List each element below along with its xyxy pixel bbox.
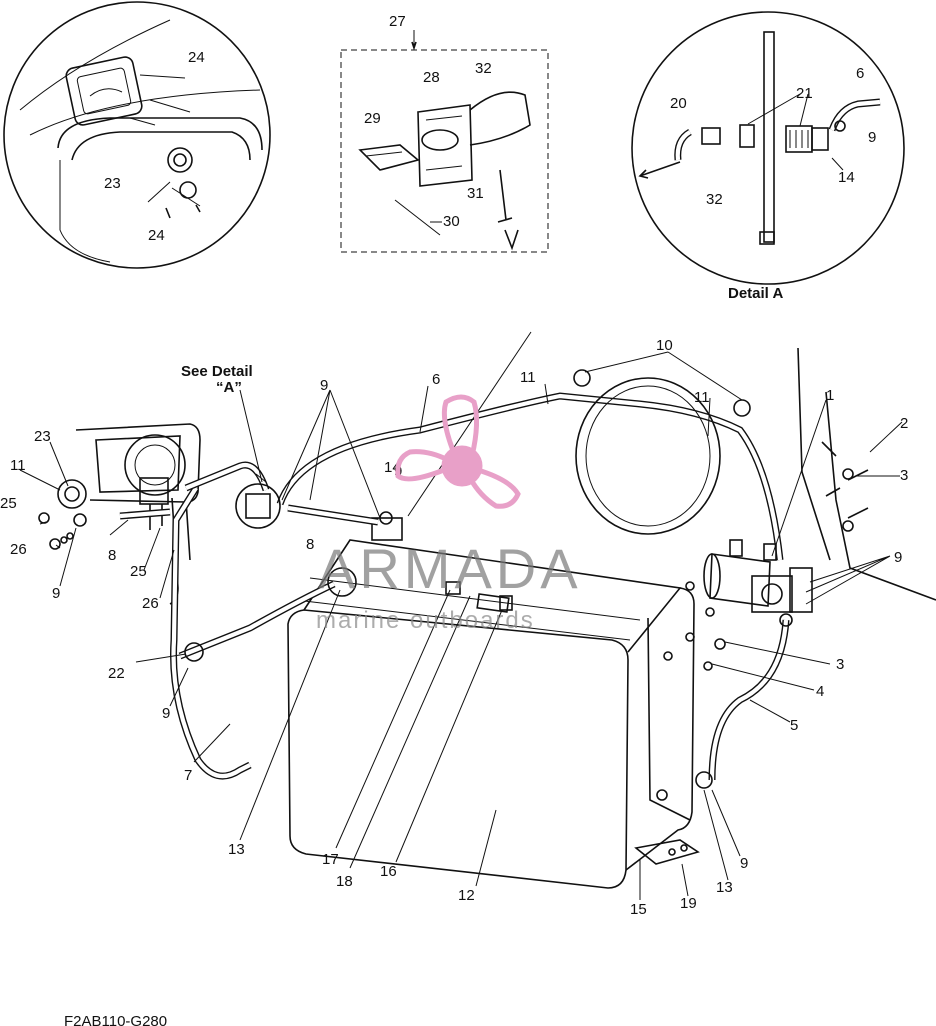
callout-24-top: 24	[188, 49, 205, 66]
callout-23: 23	[104, 175, 121, 192]
callout-27: 27	[389, 13, 406, 30]
callout-13-left: 13	[228, 841, 245, 858]
callout-6-detail: 6	[856, 65, 864, 82]
see-detail-line2: “A”	[216, 379, 242, 396]
callout-1: 1	[826, 387, 834, 404]
callout-18: 18	[336, 873, 353, 890]
detail-circle-top-left: 24 23 24	[3, 1, 271, 269]
fuel-tank-top	[303, 539, 682, 653]
callout-9-hose: 9	[162, 705, 170, 722]
callout-30: 30	[443, 213, 460, 230]
callout-23-main: 23	[34, 428, 51, 445]
callout-9-bottom: 9	[740, 855, 748, 872]
callout-32-detail: 32	[706, 191, 723, 208]
callout-25-left: 25	[0, 495, 17, 512]
propeller-hub	[441, 445, 483, 487]
detail-a-caption: Detail A	[728, 285, 783, 302]
callout-11-left: 11	[10, 457, 26, 474]
callout-16: 16	[380, 863, 397, 880]
watermark-brand: ARMADA	[318, 537, 582, 600]
callout-14-detail: 14	[838, 169, 855, 186]
callout-4: 4	[816, 683, 824, 700]
callout-22: 22	[108, 665, 125, 682]
callout-26-left: 26	[10, 541, 27, 558]
callout-24-bottom: 24	[148, 227, 165, 244]
callout-9-detail: 9	[868, 129, 876, 146]
propeller-blade-right	[467, 467, 521, 509]
callout-29: 29	[364, 110, 381, 127]
see-detail-line1: See Detail	[181, 363, 253, 380]
callout-19: 19	[680, 895, 697, 912]
fuel-tank-front	[287, 609, 629, 889]
callout-9-top: 9	[320, 377, 328, 394]
callout-11-top: 11	[520, 369, 536, 386]
callout-8-left: 8	[108, 547, 116, 564]
detail-a-circle: 6 21 20 9 14 32 Detail A	[631, 11, 905, 302]
callout-12: 12	[458, 887, 475, 904]
callout-13-right: 13	[716, 879, 733, 896]
propeller-blade-left	[395, 449, 450, 482]
callout-9-filter: 9	[894, 549, 902, 566]
callout-6: 6	[432, 371, 440, 388]
callout-5: 5	[790, 717, 798, 734]
callout-3-lower: 3	[836, 656, 844, 673]
callout-21: 21	[796, 85, 813, 102]
callout-3-upper: 3	[900, 467, 908, 484]
callout-26-right: 26	[142, 595, 159, 612]
callout-2: 2	[900, 415, 908, 432]
callout-11-right: 11	[694, 389, 710, 406]
callout-8-mid: 8	[306, 536, 314, 553]
callout-17: 17	[322, 851, 339, 868]
kit-box: 27 28 32 29 31 30	[340, 13, 549, 253]
callout-7: 7	[184, 767, 192, 784]
propeller-blade-top	[441, 394, 480, 459]
callout-28: 28	[423, 69, 440, 86]
callout-10: 10	[656, 337, 673, 354]
drawing-code: F2AB110-G280	[64, 1013, 167, 1026]
callout-15: 15	[630, 901, 647, 918]
armada-watermark: ARMADA marine outboards	[316, 394, 582, 634]
callout-9-left: 9	[52, 585, 60, 602]
watermark-tagline: marine outboards	[316, 607, 535, 634]
callout-31: 31	[467, 185, 484, 202]
callout-25-right: 25	[130, 563, 147, 580]
callout-20: 20	[670, 95, 687, 112]
callout-32-kit: 32	[475, 60, 492, 77]
